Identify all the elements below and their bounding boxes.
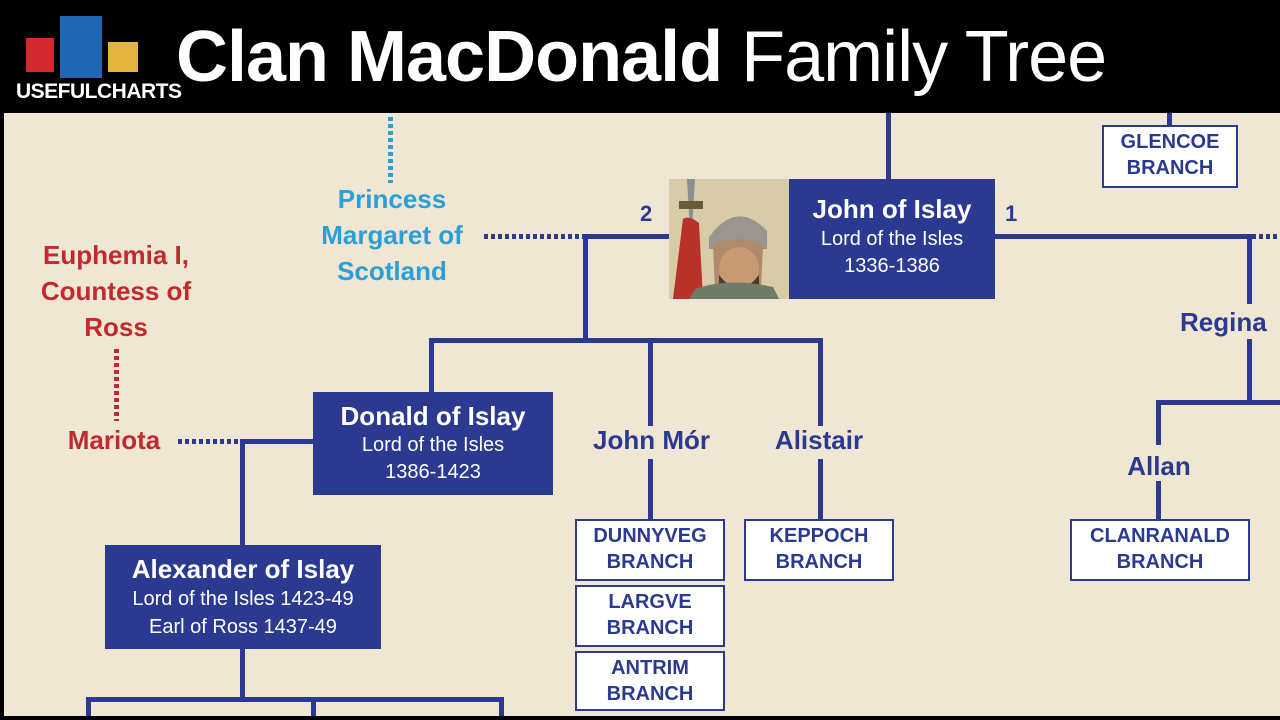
logo-yellow-bar-icon — [108, 42, 138, 72]
marriage-number-1: 1 — [1005, 201, 1018, 226]
connector-line — [648, 459, 653, 519]
euphemia-label: Euphemia I, Countess of Ross — [40, 240, 192, 342]
connector-line — [995, 234, 1252, 239]
connector-line — [240, 439, 245, 545]
branch-word: BRANCH — [775, 551, 863, 573]
branch-word: BRANCH — [606, 617, 694, 639]
branch-name: KEPPOCH — [769, 525, 869, 547]
logo-blue-bar-icon — [60, 16, 102, 78]
logo-red-bar-icon — [26, 38, 54, 72]
clanranald-branch-box: CLANRANALD BRANCH — [1070, 519, 1250, 581]
branch-word: BRANCH — [1126, 157, 1214, 179]
largve-branch-box: LARGVE BRANCH — [575, 585, 725, 647]
branch-name: CLANRANALD — [1090, 525, 1230, 547]
connector-line — [86, 697, 504, 702]
connector-line — [648, 338, 653, 426]
connector-line — [1156, 481, 1161, 521]
branch-name: GLENCOE — [1120, 131, 1220, 153]
title-light: Family Tree — [741, 17, 1107, 97]
marriage-dotted-line — [114, 349, 119, 421]
allan-label: Allan — [1127, 451, 1191, 481]
branch-name: DUNNYVEG — [593, 525, 707, 547]
donald-of-islay-box: Donald of Islay Lord of the Isles 1386-1… — [313, 392, 553, 495]
branch-name: ANTRIM — [611, 657, 689, 679]
branch-word: BRANCH — [606, 551, 694, 573]
glencoe-branch-box: GLENCOE BRANCH — [1102, 125, 1238, 188]
connector-line — [818, 338, 823, 426]
connector-line — [818, 459, 823, 519]
logo-text: USEFULCHARTS — [16, 80, 182, 103]
john-of-islay-name: John of Islay — [812, 194, 972, 224]
marriage-dotted-line — [484, 234, 583, 239]
john-of-islay-box: John of Islay Lord of the Isles 1336-138… — [789, 179, 995, 299]
connector-line — [1156, 400, 1161, 445]
alexander-of-islay-name: Alexander of Islay — [131, 554, 355, 584]
keppoch-branch-box: KEPPOCH BRANCH — [744, 519, 894, 581]
connector-line — [1167, 113, 1172, 127]
connector-line — [429, 338, 434, 392]
marriage-dotted-line — [1252, 234, 1280, 239]
mariota-label: Mariota — [67, 425, 161, 455]
donald-of-islay-dates: 1386-1423 — [385, 461, 481, 483]
connector-line — [499, 697, 504, 716]
branch-word: BRANCH — [606, 683, 694, 705]
connector-line — [240, 648, 245, 700]
dunnyveg-branch-box: DUNNYVEG BRANCH — [575, 519, 725, 581]
alistair-label: Alistair — [774, 425, 864, 455]
connector-line — [311, 697, 316, 716]
header-bar: USEFULCHARTS Clan MacDonald Family Tree — [0, 0, 1280, 113]
marriage-dotted-line — [178, 439, 240, 444]
branch-name: LARGVE — [608, 591, 692, 613]
john-mor-label: John Mór — [593, 425, 710, 455]
family-tree-chart: Princess Margaret of Scotland Euphemia I… — [4, 113, 1280, 716]
john-of-islay-dates: 1336-1386 — [844, 255, 940, 277]
connector-line — [886, 113, 891, 181]
portrait-icon — [669, 179, 789, 299]
donald-of-islay-name: Donald of Islay — [340, 401, 526, 431]
marriage-number-2: 2 — [640, 201, 653, 226]
page-title: Clan MacDonald Family Tree — [176, 12, 1107, 102]
marriage-dotted-line — [388, 117, 393, 183]
connector-line — [1247, 234, 1252, 304]
connector-line — [1247, 339, 1252, 404]
connector-line — [86, 697, 91, 716]
connector-line — [240, 439, 315, 444]
alexander-of-islay-earl: Earl of Ross 1437-49 — [149, 616, 337, 638]
connector-line — [583, 234, 669, 239]
alexander-of-islay-title: Lord of the Isles 1423-49 — [132, 588, 354, 610]
reginald-label: Regina — [1180, 307, 1267, 337]
connector-line — [583, 234, 588, 338]
title-bold: Clan MacDonald — [176, 17, 723, 97]
connector-line — [429, 338, 823, 343]
antrim-branch-box: ANTRIM BRANCH — [575, 651, 725, 711]
john-of-islay-title: Lord of the Isles — [820, 228, 964, 250]
alexander-of-islay-box: Alexander of Islay Lord of the Isles 142… — [105, 545, 381, 649]
branch-word: BRANCH — [1116, 551, 1204, 573]
donald-of-islay-title: Lord of the Isles — [361, 434, 505, 456]
connector-line — [1156, 400, 1280, 405]
princess-margaret-label: Princess Margaret of Scotland — [321, 184, 463, 286]
usefulcharts-logo: USEFULCHARTS — [16, 14, 182, 106]
